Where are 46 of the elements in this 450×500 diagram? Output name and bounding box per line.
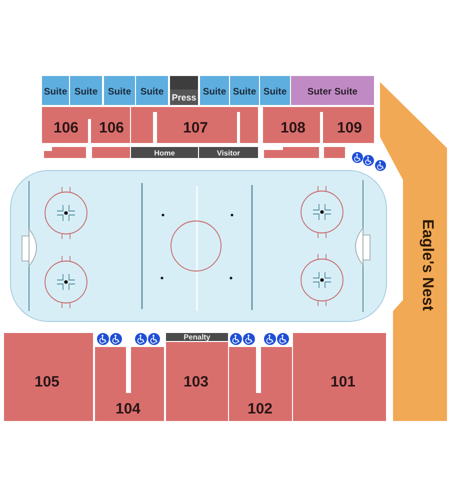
seating-row [92, 147, 130, 158]
seating-section [4, 333, 93, 421]
seating-section [229, 347, 292, 421]
press-box [170, 76, 198, 105]
section-label: 106 [53, 120, 79, 136]
suite-label: Suite [44, 87, 68, 97]
suite-section [260, 76, 290, 105]
seating-section [95, 347, 164, 421]
suite-label: Suite [263, 87, 287, 97]
team-bench [131, 147, 198, 158]
suite-section [200, 76, 229, 105]
section-label: 102 [247, 402, 273, 416]
suite-label: Suite [202, 87, 226, 97]
suite-label: Suite [108, 87, 132, 97]
seating-row [264, 147, 319, 158]
suite-section [230, 76, 259, 105]
seating-section [166, 342, 228, 421]
section-label: 105 [34, 374, 60, 390]
suite-section [104, 76, 135, 105]
suite-label: Suite [140, 87, 164, 97]
section-label: 106 [98, 120, 124, 136]
suite-label: Suter Suite [307, 87, 358, 97]
seating-section [131, 107, 258, 143]
seating-section [42, 107, 130, 143]
suite-section [291, 76, 374, 105]
area-label: Eagle's Nest [418, 219, 434, 311]
section-label: 107 [182, 120, 208, 136]
press-label: Press [172, 93, 196, 102]
team-bench [199, 147, 258, 158]
seating-section [263, 107, 323, 143]
suite-section [70, 76, 102, 105]
suite-section [42, 76, 69, 105]
seating-row [324, 147, 345, 158]
suite-label: Suite [232, 87, 256, 97]
suite-label: Suite [74, 87, 98, 97]
section-label: 103 [183, 374, 209, 390]
section-label: 108 [280, 120, 306, 136]
suite-section [136, 76, 168, 105]
section-label: 104 [115, 402, 141, 416]
penalty-box [166, 333, 228, 341]
seating-section [293, 333, 386, 421]
section-label: 101 [330, 374, 356, 390]
section-label: 109 [336, 120, 362, 136]
seating-section [323, 107, 374, 143]
seating-row [44, 147, 86, 158]
seating-area [380, 82, 447, 421]
